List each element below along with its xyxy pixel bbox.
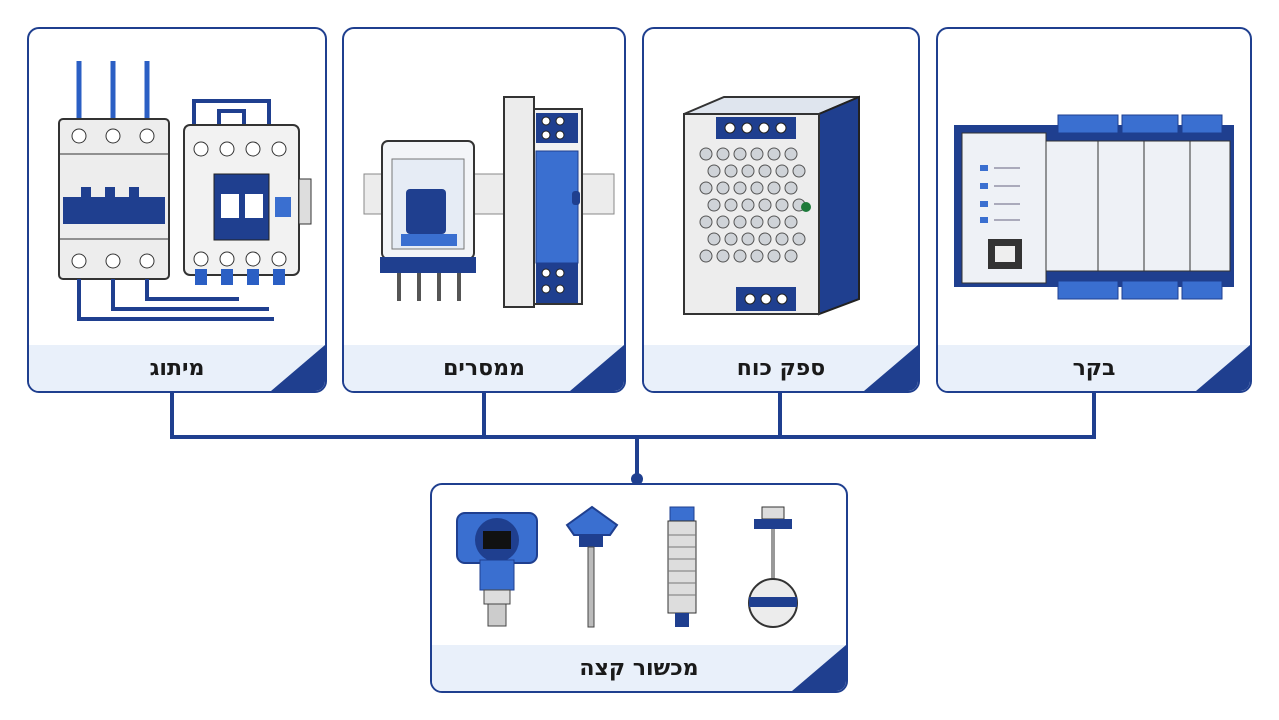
corner-accent xyxy=(864,345,918,391)
plc-illustration xyxy=(938,29,1250,345)
relays-illustration xyxy=(344,29,624,345)
breaker-contactor-illustration xyxy=(29,29,325,345)
corner-accent xyxy=(792,645,846,691)
card-relays: ממסרים xyxy=(342,27,626,393)
field-devices-illustration xyxy=(432,485,846,645)
card-power-supply: ספק כוח xyxy=(642,27,920,393)
power-supply-illustration xyxy=(644,29,918,345)
card-field-instrumentation: מכשור קצה xyxy=(430,483,848,693)
corner-accent xyxy=(271,345,325,391)
card-switching: מיתוג xyxy=(27,27,327,393)
corner-accent xyxy=(1196,345,1250,391)
card-controller: בקר xyxy=(936,27,1252,393)
pressure-transmitter-icon xyxy=(456,512,538,627)
float-switch-icon xyxy=(748,506,798,628)
temperature-probe-icon xyxy=(565,505,619,628)
proximity-sensor-icon xyxy=(667,506,697,627)
card-label: מכשור קצה xyxy=(432,645,846,691)
junction-dot xyxy=(631,473,643,485)
corner-accent xyxy=(570,345,624,391)
